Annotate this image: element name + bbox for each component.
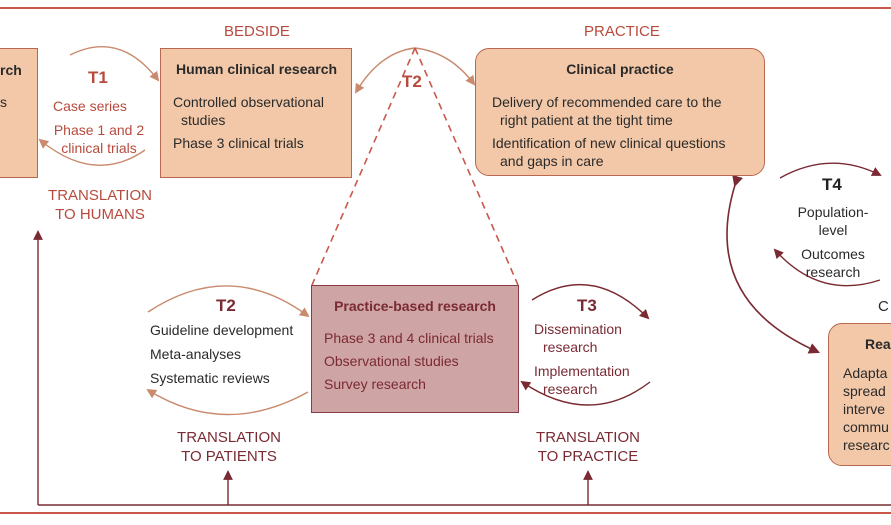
t3-item2-line2: research: [543, 381, 598, 397]
clinical-practice-item1-line2: right patient at the tight time: [500, 112, 673, 128]
t4-item1-line2: level: [818, 222, 848, 238]
clinical-practice-item2-line1: Identification of new clinical questions: [492, 135, 726, 151]
real-world-line1: Adapta: [843, 365, 888, 381]
community-heading-fragment: C: [878, 298, 889, 315]
real-world-line4: commu: [843, 419, 889, 435]
t2-item-systematic-reviews: Systematic reviews: [150, 370, 270, 386]
basic-research-title: rch: [0, 62, 22, 78]
practice-based-research-box: Practice-based research Phase 3 and 4 cl…: [311, 285, 519, 413]
real-world-line3: interve: [843, 401, 886, 417]
practice-based-item1: Phase 3 and 4 clinical trials: [324, 330, 494, 346]
translation-to-humans-line2: TO HUMANS: [55, 206, 145, 223]
practice-based-item3: Survey research: [324, 376, 426, 392]
t2-top-label: T2: [402, 72, 422, 91]
t2-item-meta-analyses: Meta-analyses: [150, 346, 242, 362]
human-research-item1-line2: studies: [181, 112, 226, 128]
clinical-practice-title: Clinical practice: [566, 61, 674, 77]
translation-to-patients-line2: TO PATIENTS: [181, 448, 277, 465]
practice-based-item2: Observational studies: [324, 353, 459, 369]
human-research-item2: Phase 3 clinical trials: [173, 135, 304, 151]
real-world-box: Rea Adapta spread interve commu researc: [828, 323, 891, 466]
practice-based-research-title: Practice-based research: [334, 298, 496, 314]
t1-item-phase12-line2: clinical trials: [61, 140, 137, 156]
t4-label: T4: [822, 175, 842, 194]
t4-item1-line1: Population-: [797, 204, 869, 220]
translation-to-practice-line2: TO PRACTICE: [537, 448, 639, 465]
t1-item-phase12-line1: Phase 1 and 2: [53, 122, 145, 138]
bedside-heading: BEDSIDE: [224, 23, 290, 40]
human-clinical-research-title: Human clinical research: [176, 61, 338, 77]
basic-research-box: rch s: [0, 48, 38, 178]
basic-research-line: s: [0, 94, 7, 110]
t1-item-case-series: Case series: [53, 98, 127, 114]
real-world-title: Rea: [865, 336, 891, 352]
real-world-line5: researc: [843, 437, 890, 453]
t1-label: T1: [88, 68, 108, 87]
clinical-practice-item1-line1: Delivery of recommended care to the: [492, 94, 722, 110]
translation-to-patients-line1: TRANSLATION: [177, 429, 281, 446]
t4-item2-line1: Outcomes: [801, 246, 865, 262]
t3-item1-line2: research: [543, 339, 598, 355]
clinical-practice-box: Clinical practice Delivery of recommende…: [475, 48, 765, 176]
human-research-item1-line1: Controlled observational: [173, 94, 324, 110]
translation-to-practice-line1: TRANSLATION: [536, 429, 640, 446]
t3-label: T3: [577, 296, 597, 315]
human-clinical-research-box: Human clinical research Controlled obser…: [160, 48, 352, 178]
real-world-line2: spread: [843, 383, 886, 399]
clinical-practice-item2-line2: and gaps in care: [500, 153, 604, 169]
t2-item-guideline-development: Guideline development: [150, 322, 294, 338]
bottom-border-line: [0, 512, 891, 514]
translation-to-humans-line1: TRANSLATION: [48, 187, 152, 204]
top-border-line: [0, 7, 891, 9]
t2-bottom-label: T2: [216, 296, 236, 315]
t3-item1-line1: Dissemination: [534, 321, 622, 337]
t4-item2-line2: research: [805, 264, 861, 280]
practice-heading: PRACTICE: [584, 23, 660, 40]
t3-item2-line1: Implementation: [534, 363, 630, 379]
